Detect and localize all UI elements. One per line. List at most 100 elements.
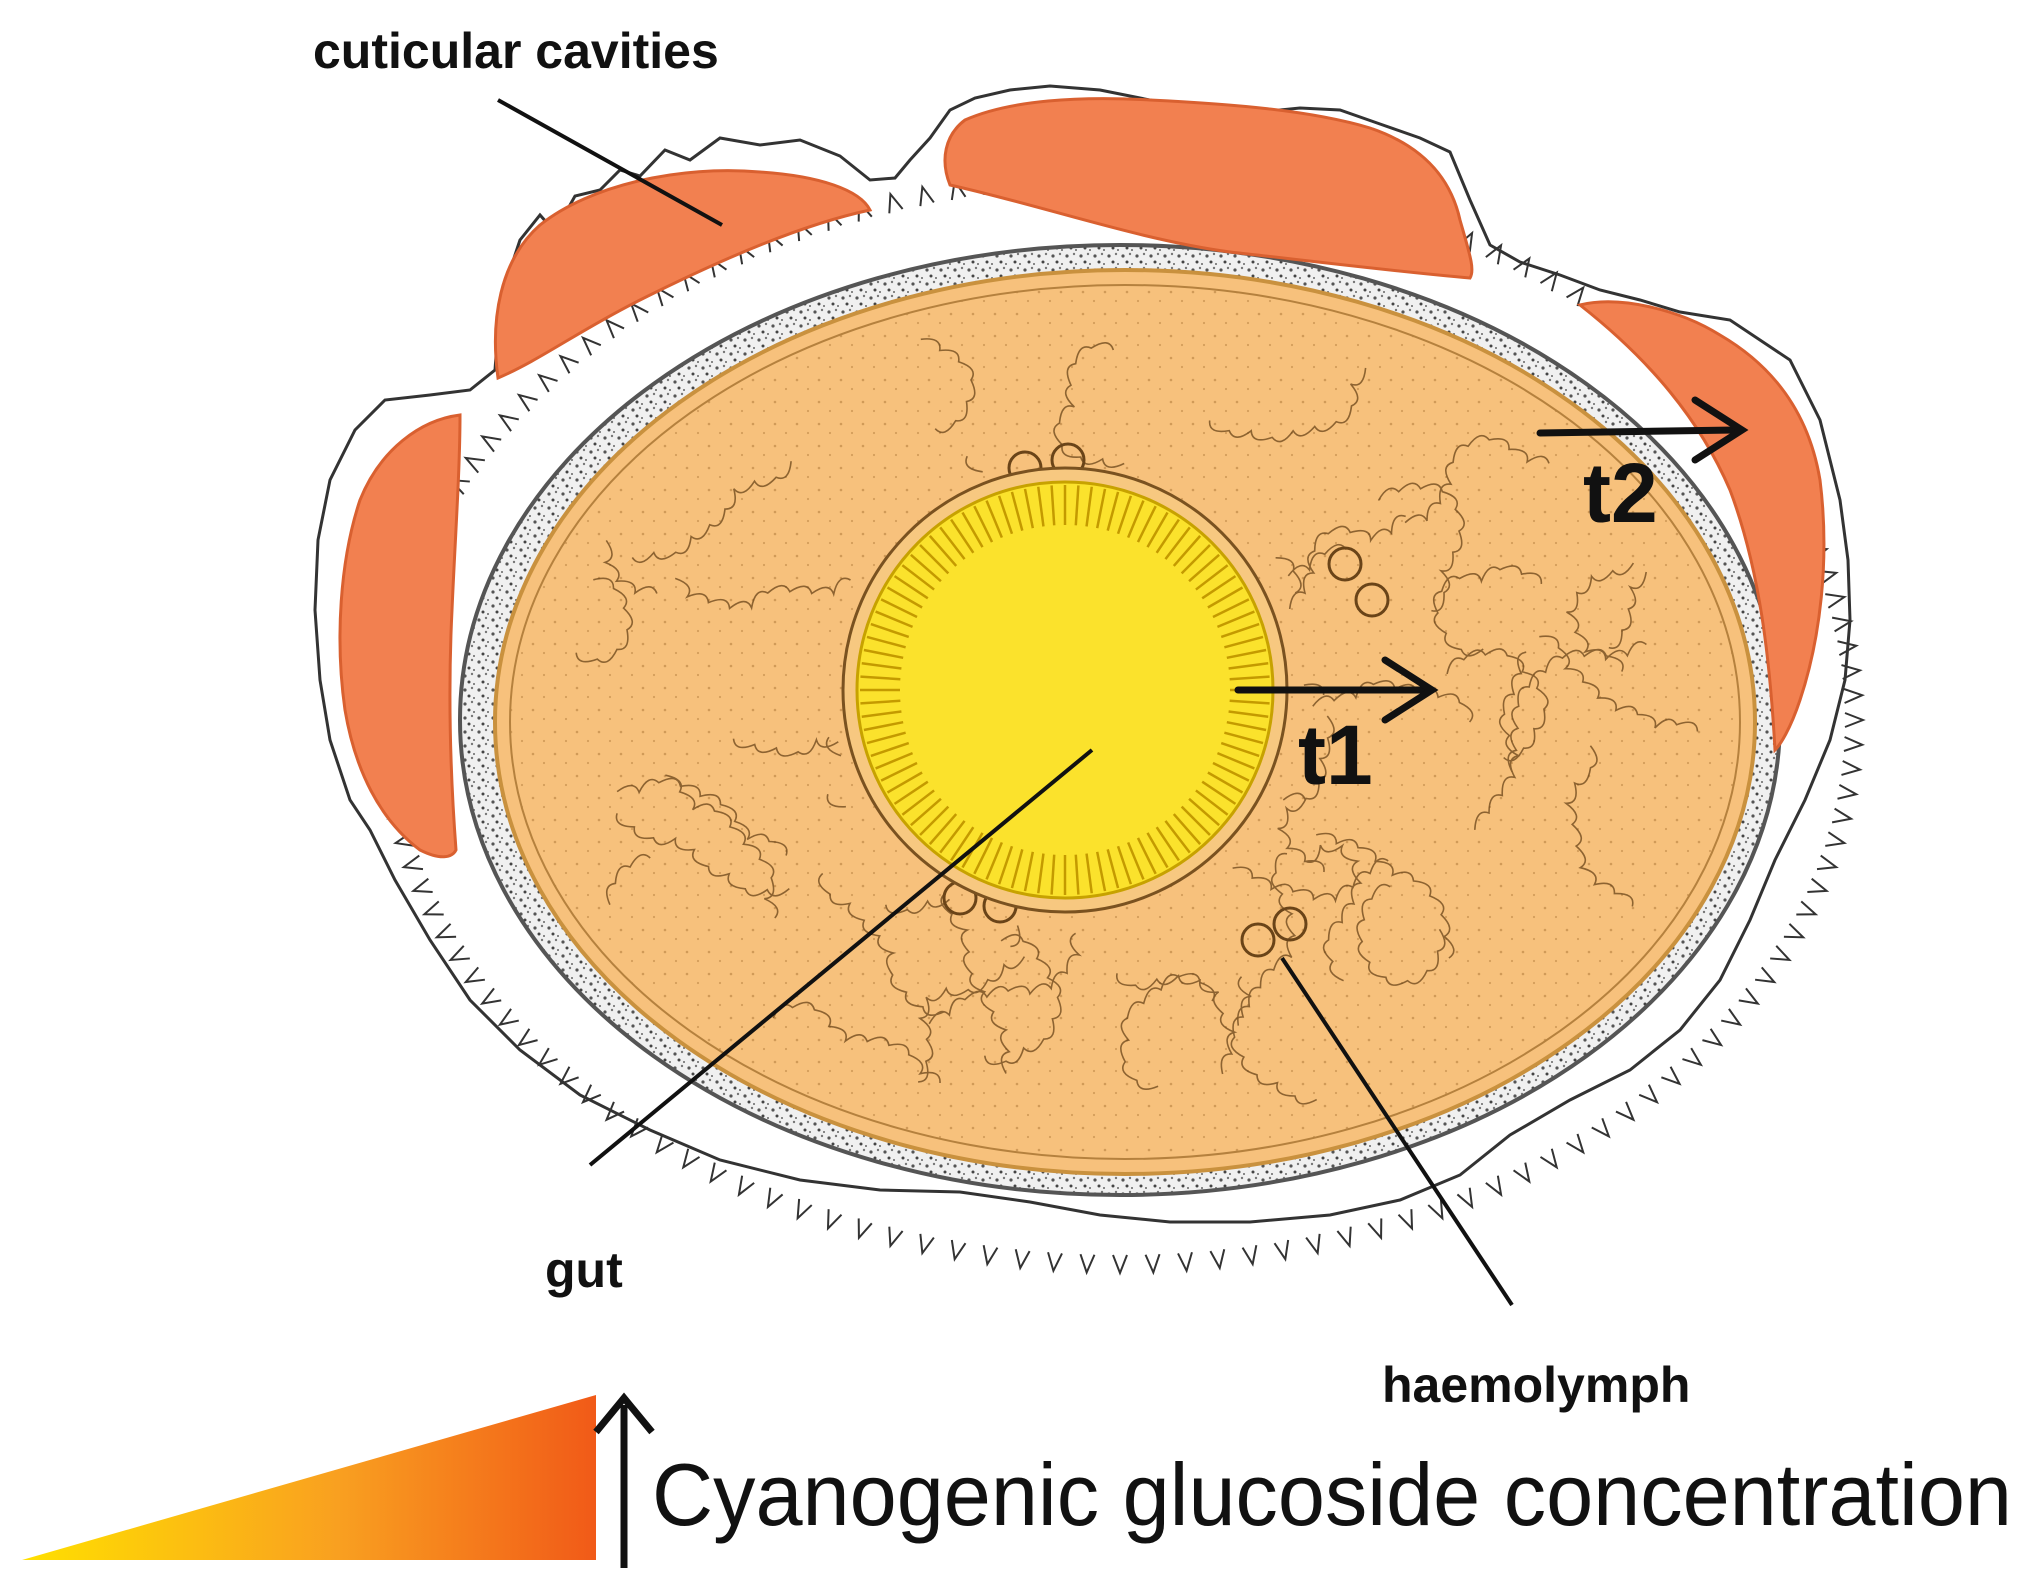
villus	[1207, 771, 1244, 794]
villus	[1224, 731, 1264, 745]
cuticle-spike	[1512, 256, 1531, 278]
cuticle-spike	[1831, 807, 1854, 824]
cuticle-spike	[1014, 1248, 1031, 1271]
cuticle-spike	[580, 335, 602, 356]
concentration-gradient-wedge	[22, 1395, 596, 1560]
cuticle-spike	[434, 923, 457, 939]
cuticle-spike	[1825, 831, 1848, 847]
villus	[997, 495, 1014, 535]
tissue-squiggle	[1539, 635, 1699, 732]
cuticle-spike	[796, 1198, 813, 1221]
cuticle-spike	[1539, 1148, 1559, 1170]
haemocyte-cell	[1327, 546, 1363, 582]
tissue-squiggle	[1288, 514, 1406, 610]
villus	[863, 648, 904, 660]
villus	[866, 635, 906, 649]
tissue-squiggle	[1010, 925, 1021, 948]
villus	[919, 544, 950, 575]
cuticle-spike	[1047, 1251, 1063, 1274]
villus	[1224, 635, 1264, 649]
cavity-left	[338, 413, 462, 859]
villus	[886, 586, 923, 609]
cuticle-spike	[580, 1084, 602, 1105]
cuticle-spike	[421, 900, 444, 916]
villus	[1010, 491, 1024, 531]
villus	[866, 731, 906, 745]
cuticle-spike	[1702, 1028, 1724, 1047]
tissue-squiggle	[1377, 482, 1465, 612]
villus	[1220, 741, 1260, 758]
cuticle-spike	[1566, 1133, 1585, 1155]
villus	[1172, 535, 1202, 567]
villus	[1095, 488, 1107, 529]
label-haemolymph: haemolymph	[1382, 1357, 1690, 1413]
tissue-squiggle	[1277, 715, 1335, 873]
villus	[1106, 849, 1120, 889]
villus	[1146, 832, 1169, 869]
villus	[870, 622, 910, 639]
cuticle-spike	[1591, 1117, 1611, 1139]
cuticle-spike	[1397, 1209, 1414, 1232]
tissue-squiggle	[1115, 973, 1238, 1075]
villus	[1201, 780, 1237, 805]
cuticle-spike	[1112, 1254, 1128, 1276]
tissue-squiggle	[984, 933, 1062, 1066]
arrow-t2	[1536, 396, 1749, 464]
villus	[1126, 841, 1145, 880]
cavity-right	[1576, 300, 1826, 754]
villus	[1037, 486, 1045, 527]
tissue-squiggle	[1608, 571, 1647, 649]
cuticle-spike	[1485, 1175, 1503, 1198]
haemocyte-cell	[1240, 922, 1276, 958]
tissue-texture	[575, 338, 1699, 1105]
villus	[1226, 648, 1267, 660]
villus	[950, 826, 975, 862]
villus	[950, 518, 975, 554]
cuticle-spike	[410, 877, 433, 893]
villus	[1136, 505, 1157, 543]
tissue-squiggle	[1305, 843, 1363, 982]
tissue-squiggle	[1432, 565, 1543, 657]
tissue-squiggle	[772, 1001, 941, 1084]
villus	[1180, 805, 1211, 836]
cuticle-spike	[1485, 242, 1503, 265]
villus	[1085, 486, 1093, 527]
villus	[1050, 854, 1056, 895]
tissue-squiggle	[1446, 648, 1549, 762]
villus	[919, 805, 950, 836]
tissue-squiggle	[616, 777, 788, 856]
tissue-squiggle	[1208, 367, 1367, 443]
cuticle-spike	[558, 354, 579, 374]
tissue-squiggle	[825, 736, 842, 757]
villus	[1010, 849, 1024, 889]
villus	[1229, 675, 1270, 681]
villus	[1212, 598, 1250, 619]
villus	[1201, 575, 1237, 600]
villus	[1216, 610, 1255, 629]
cuticle-spike	[604, 1101, 625, 1122]
villus	[1216, 751, 1255, 770]
cuticle-spike	[766, 1187, 784, 1210]
cuticle-spike	[919, 1233, 935, 1256]
villus	[1180, 544, 1211, 575]
label-gut: gut	[545, 1242, 623, 1298]
label-t2: t2	[1583, 446, 1658, 540]
villus	[939, 820, 966, 854]
villus	[973, 505, 994, 543]
villus	[901, 564, 935, 591]
villus	[1136, 837, 1157, 875]
villus	[997, 845, 1014, 885]
cuticle-spike	[1638, 1084, 1660, 1105]
villus	[1228, 710, 1269, 718]
cuticle-spike	[1209, 1248, 1226, 1271]
tissue-squiggle	[1356, 883, 1446, 986]
tissue-squiggle	[917, 956, 1026, 1083]
tissue-squiggle	[1563, 745, 1634, 907]
cuticle-spike	[1825, 593, 1848, 609]
leader-line-cuticular-cavities	[497, 98, 723, 227]
villus	[973, 837, 994, 875]
tissue-squiggle	[1120, 972, 1216, 1090]
villus	[893, 780, 929, 805]
cuticle-spike	[1241, 1244, 1258, 1267]
villus	[1195, 564, 1229, 591]
